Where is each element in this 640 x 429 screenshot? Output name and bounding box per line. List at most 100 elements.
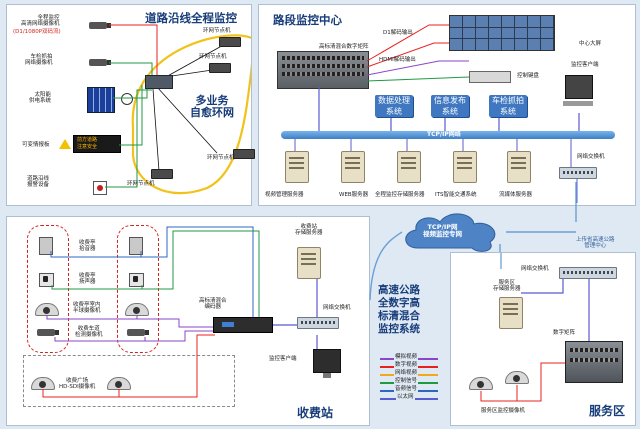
- service-matrix-icon: [565, 341, 623, 383]
- alarm-device-icon: [93, 181, 107, 195]
- legend-label-0: 模拟视频: [394, 354, 419, 361]
- pickup-mic-icon-left: [39, 237, 53, 255]
- video-wall-label: 中心大屏: [579, 41, 602, 47]
- ring-node-3-label: 环网节点机: [207, 155, 235, 161]
- toll-switch-label: 网络交换机: [323, 305, 351, 311]
- signal-legend: 模拟视频 数字视频 网络视频 控制信号 音频信号 以太网: [380, 354, 438, 408]
- digital-matrix-icon: [277, 51, 369, 89]
- ring-node-4-label: 环网节点机: [127, 181, 155, 187]
- pickup-mic-icon-right: [129, 237, 143, 255]
- hd-camera-label: 全程监控 高清网络摄像机: [21, 15, 60, 27]
- server-web-label: WEB服务器: [339, 192, 369, 198]
- speaker-label: 收费亭 扬声器: [79, 273, 96, 285]
- legend-label-3: 控制信号: [394, 378, 419, 385]
- d1-output-label: D1解码输出: [383, 30, 413, 36]
- vms-sign-icon: 前方道路 注意安全: [73, 135, 121, 153]
- self-healing-ring: [131, 34, 251, 195]
- data-processing-system: 数据处理 系统: [375, 95, 413, 117]
- ring-main-node: [145, 75, 173, 89]
- service-storage-label: 服务区 存储服务器: [493, 280, 521, 292]
- road-panel-title: 道路沿线全程监控: [145, 11, 237, 25]
- matrix-label: 高标清混合数字矩阵: [319, 44, 369, 50]
- alarm-label: 道路沿线 报警设备: [27, 176, 50, 188]
- lane-camera-label: 收费车道 检测摄像机: [75, 326, 103, 338]
- server-video-mgmt-label: 视频管理服务器: [265, 192, 304, 198]
- legend-label-5: 以太网: [396, 394, 415, 401]
- lane-camera-icon-right: [127, 329, 149, 336]
- control-keyboard-icon: [469, 71, 511, 83]
- legend-label-1: 数字视频: [394, 362, 419, 369]
- warning-triangle-icon: [59, 139, 71, 149]
- ring-node-1: [219, 37, 241, 47]
- server-video-mgmt: [285, 151, 309, 183]
- ring-node-2-label: 环网节点机: [199, 54, 227, 60]
- toll-panel-title: 收费站: [297, 406, 334, 420]
- server-its: [453, 151, 477, 183]
- center-switch-label: 网络交换机: [577, 154, 605, 160]
- monitor-client-label: 监控客户端: [571, 62, 599, 68]
- solar-label: 太阳能 供电系统: [29, 92, 52, 104]
- server-storage-label: 全程监控存储服务器: [375, 192, 425, 198]
- toll-plaza-group: [23, 355, 235, 407]
- monitor-client-base: [563, 101, 593, 106]
- service-camera-icon-right: [505, 371, 529, 384]
- ring-node-3: [233, 149, 255, 159]
- center-panel: 路段监控中心 高标清混合数字矩阵 D1解码输出 HDMI解码输出 中心大屏 控制…: [258, 4, 636, 206]
- service-panel-title: 服务区: [589, 404, 626, 418]
- service-storage-server: [499, 297, 523, 329]
- center-network-switch: [559, 167, 597, 179]
- cloud-label: TCP/IP网 视频监控专网: [423, 223, 462, 238]
- legend-label-2: 网络视频: [394, 370, 419, 377]
- control-keyboard-label: 控制键盘: [517, 73, 540, 79]
- vehicle-camera-label: 车检抓拍 网络摄像机: [25, 54, 53, 66]
- tcpip-network-bar: [281, 131, 615, 139]
- power-converter-icon: [121, 93, 133, 105]
- server-web: [341, 151, 365, 183]
- legend-label-4: 音频信号: [394, 386, 419, 393]
- service-matrix-label: 数字矩阵: [553, 330, 576, 336]
- video-wall-icon: [449, 15, 555, 51]
- service-network-switch: [559, 267, 617, 279]
- encoder-label: 高标清混合 编码器: [199, 298, 227, 310]
- ring-node-2: [209, 63, 231, 73]
- toll-station-panel: 收费站 收费亭 拾音器 收费亭 扬声器 收费亭室内 半球摄像机 收费车道 检测摄…: [6, 216, 370, 426]
- service-area-panel: 服务区 网络交换机 服务区 存储服务器 数字矩阵 服务区监控摄像机: [450, 252, 636, 426]
- hd-camera-sublabel: (D1/1080P双码流): [13, 29, 61, 35]
- service-camera-label: 服务区监控摄像机: [481, 408, 526, 414]
- monitor-client-icon: [565, 75, 593, 99]
- server-streaming-label: 流媒体服务器: [499, 192, 533, 198]
- lane-camera-icon-left: [37, 329, 59, 336]
- toll-storage-server: [297, 247, 321, 279]
- ring-label: 多业务 自愈环网: [190, 94, 234, 119]
- speaker-icon-left: [39, 273, 54, 287]
- server-storage: [397, 151, 421, 183]
- vehicle-capture-system: 车检抓拍 系统: [489, 95, 527, 117]
- vms-sign-text: 前方道路 注意安全: [77, 137, 98, 150]
- toll-network-switch: [297, 317, 339, 329]
- server-its-label: ITS智能交通系统: [435, 192, 477, 198]
- info-publishing-system: 信息发布 系统: [431, 95, 469, 117]
- private-network-cloud: [405, 213, 496, 252]
- upstream-label: 上传省高速公路 管理中心: [576, 237, 615, 249]
- service-wiring: [480, 253, 590, 402]
- toll-storage-label: 收费站 存储服务器: [295, 224, 323, 236]
- ring-node-1-label: 环网节点机: [203, 28, 231, 34]
- dome-camera-label: 收费亭室内 半球摄像机: [73, 302, 101, 314]
- server-streaming: [507, 151, 531, 183]
- system-name-label: 高速公路 全数字高 标清混合 监控系统: [378, 284, 420, 335]
- center-wiring: [294, 24, 580, 203]
- plaza-camera-label: 收费广场 HD-SDI摄像机: [59, 378, 96, 390]
- hybrid-encoder-icon: [213, 317, 273, 333]
- toll-wiring: [42, 226, 318, 398]
- toll-monitor-client-icon: [313, 349, 341, 378]
- vms-label: 可变情报板: [22, 142, 50, 148]
- toll-client-label: 监控客户端: [269, 356, 297, 362]
- pickup-mic-label: 收费亭 拾音器: [79, 240, 96, 252]
- hdmi-output-label: HDMI解码输出: [379, 57, 416, 63]
- tcpip-network-label: TCP/IP网络: [427, 131, 461, 138]
- speaker-icon-right: [129, 273, 144, 287]
- center-panel-title: 路段监控中心: [273, 13, 342, 27]
- ring-node-4: [151, 169, 173, 179]
- road-monitoring-panel: 道路沿线全程监控 全程监控 高清网络摄像机 (D1/1080P双码流) 车检抓拍…: [6, 4, 255, 206]
- service-camera-icon-left: [469, 377, 493, 390]
